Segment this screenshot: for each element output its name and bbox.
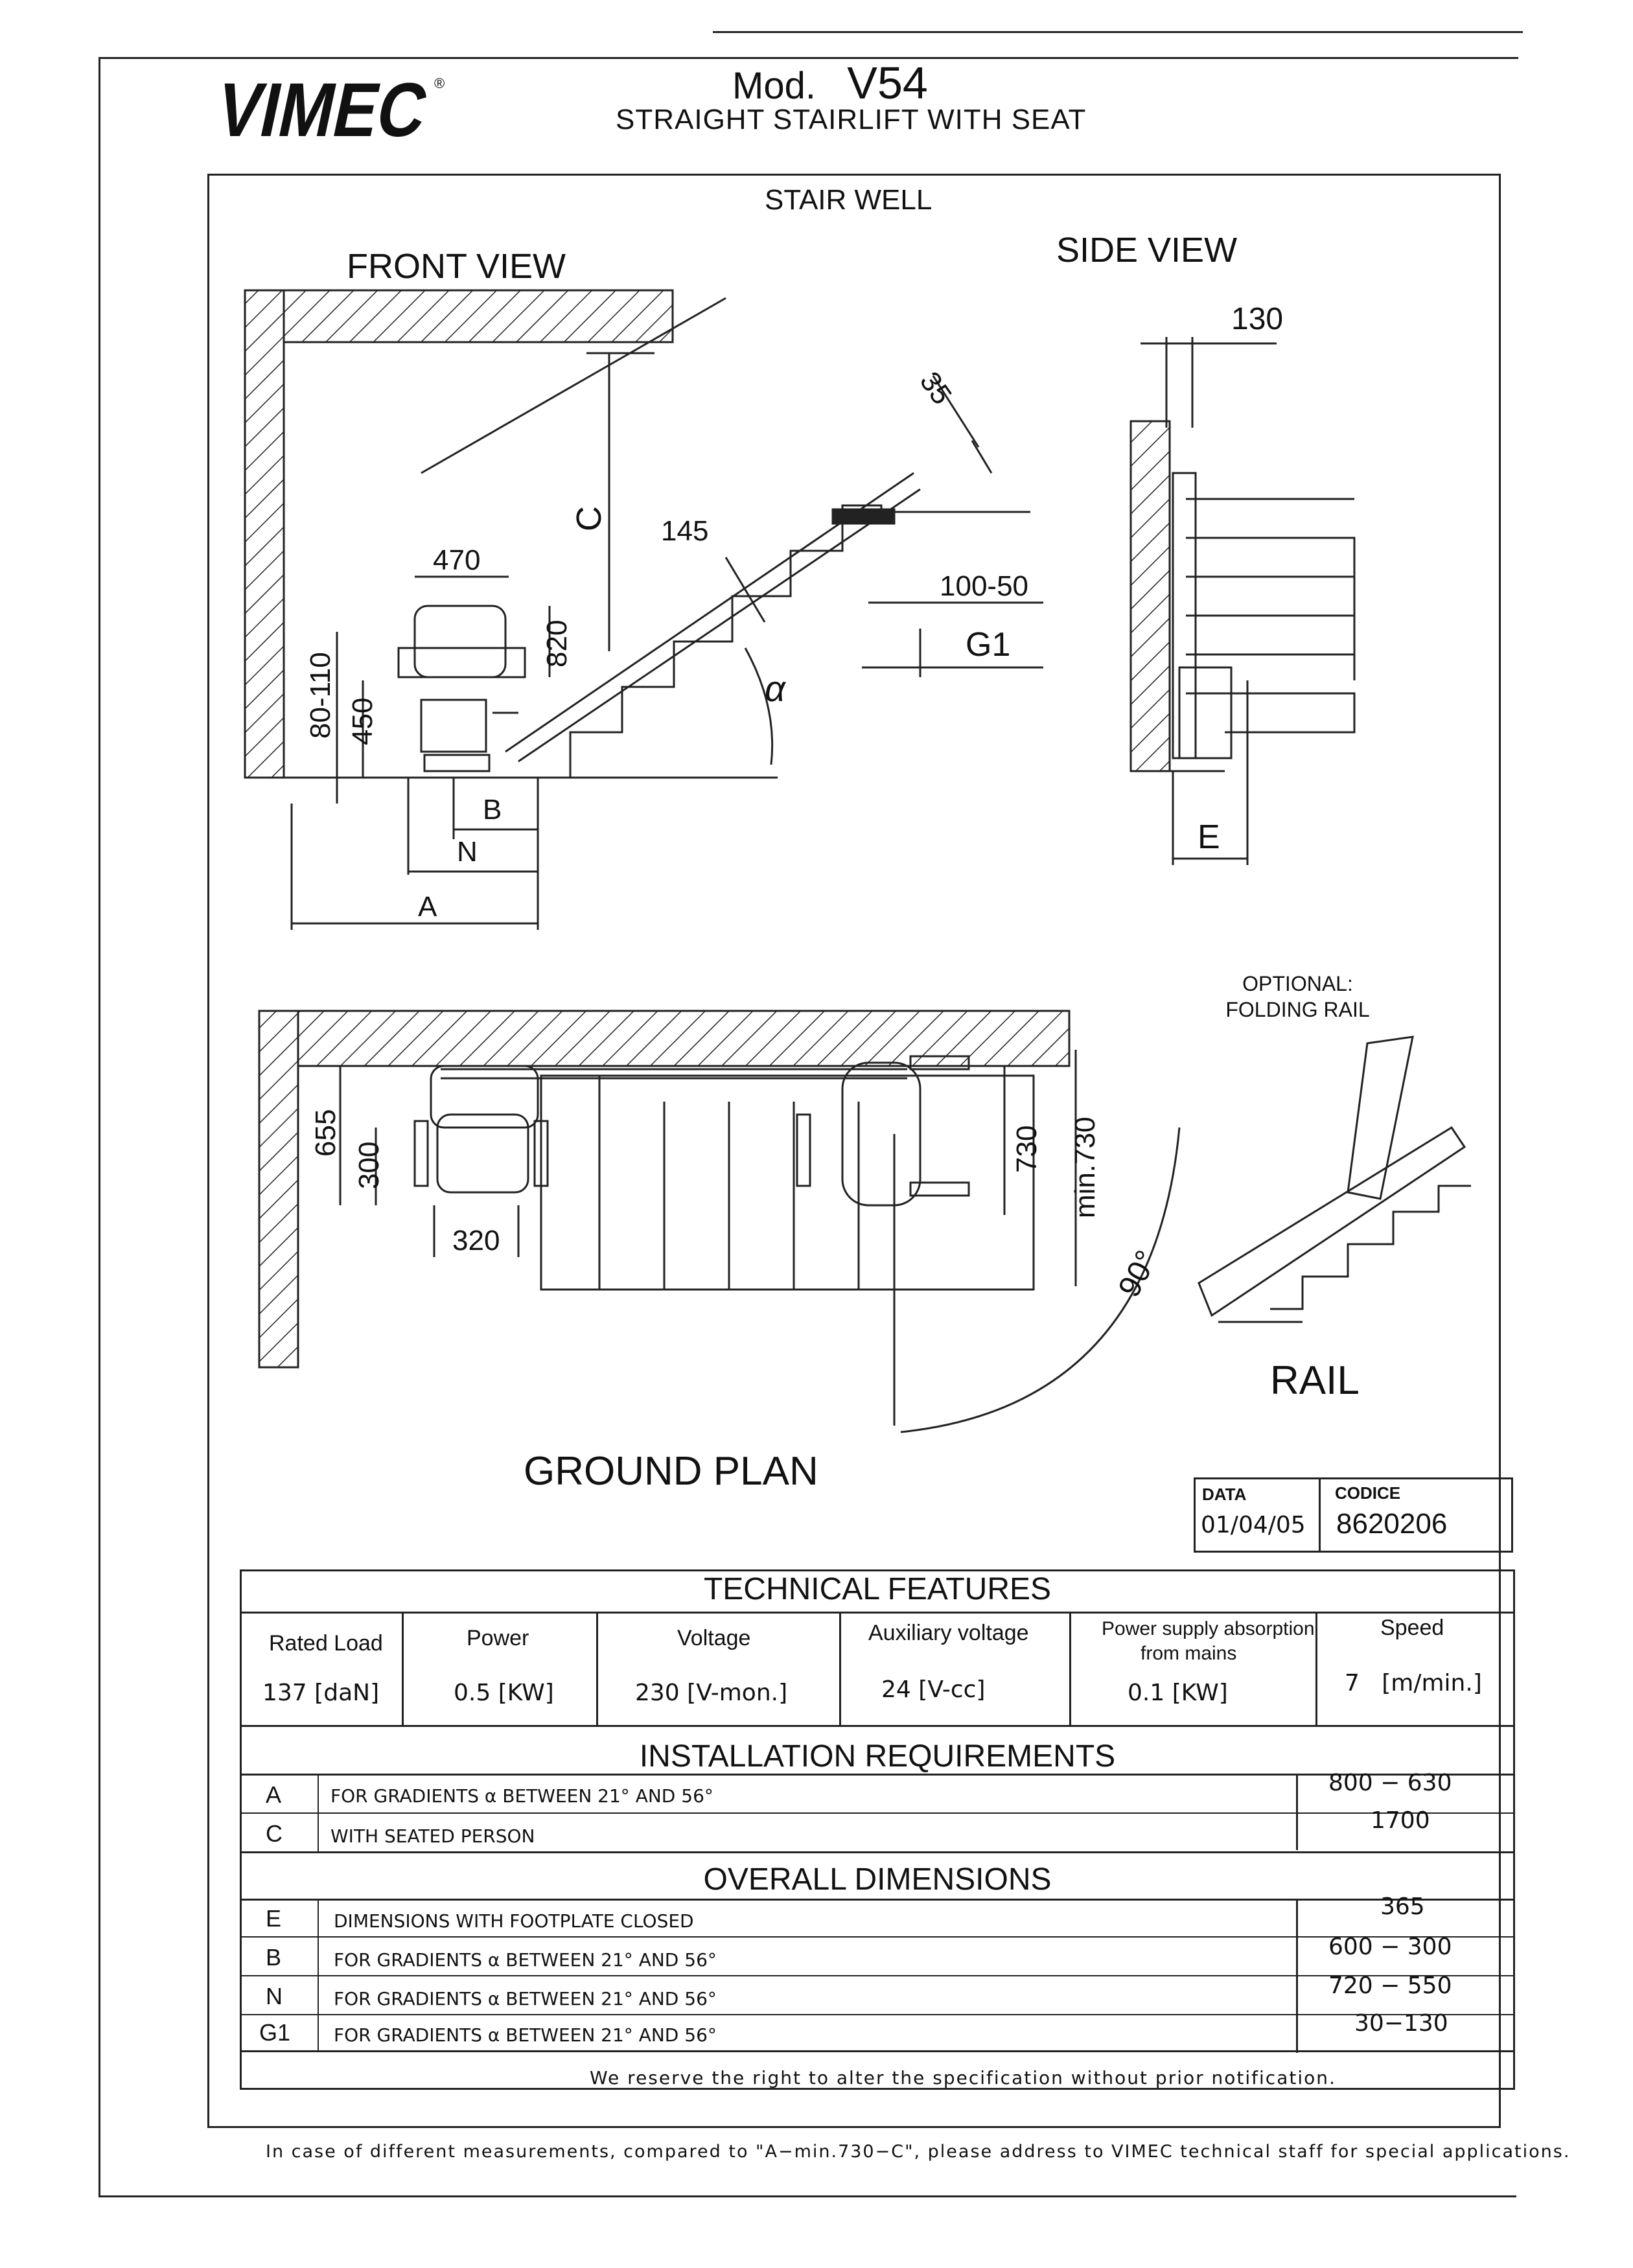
install-row-A: A FOR GRADIENTS α BETWEEN 21° AND 56° 80…	[240, 1770, 1515, 1850]
dim-470: 470	[433, 544, 481, 576]
front-left-wall	[244, 289, 285, 779]
col-power-supply-header: Power supply absorption	[1102, 1618, 1315, 1639]
data-box: DATA 01/04/05	[1194, 1477, 1321, 1553]
dim-655: 655	[310, 1109, 342, 1157]
outer-frame	[98, 57, 1518, 2197]
codice-value: 8620206	[1336, 1508, 1448, 1540]
dim-B: B	[483, 794, 502, 826]
outer-frame-bottom	[98, 2195, 1516, 2197]
alpha-label: α	[765, 668, 785, 709]
overall-dimensions-title: OVERALL DIMENSIONS	[703, 1862, 1052, 1897]
model-subtitle: STRAIGHT STAIRLIFT WITH SEAT	[616, 104, 1087, 135]
vimec-logo: VIMEC ®	[207, 67, 448, 153]
dim-100-50: 100-50	[940, 570, 1029, 602]
technical-features-title: TECHNICAL FEATURES	[703, 1572, 1052, 1606]
dim-row-G1: G1 FOR GRADIENTS α BETWEEN 21° AND 56° 3…	[240, 2010, 1515, 2052]
dim-N: N	[457, 836, 478, 868]
dim-A: A	[418, 891, 437, 923]
col-aux-voltage-header: Auxiliary voltage	[868, 1621, 1029, 1645]
logo-text: VIMEC	[209, 71, 435, 143]
dim-min730: min.730	[1069, 1117, 1101, 1218]
specs-tables: TECHNICAL FEATURES Rated Load 137 [daN] …	[240, 1569, 1515, 2053]
dim-300: 300	[353, 1141, 385, 1189]
dim-row-B: B FOR GRADIENTS α BETWEEN 21° AND 56° 60…	[240, 1934, 1515, 1976]
side-view-label: SIDE VIEW	[1056, 231, 1238, 270]
installation-title: INSTALLATION REQUIREMENTS	[639, 1739, 1116, 1774]
install-row-C: C WITH SEATED PERSON 1700	[240, 1807, 1515, 1853]
optional-label: OPTIONAL:	[1242, 972, 1353, 995]
codice-box: CODICE 8620206	[1317, 1477, 1513, 1553]
front-view-label: FRONT VIEW	[347, 247, 566, 286]
dim-320: 320	[452, 1225, 500, 1256]
dim-730: 730	[1011, 1125, 1043, 1173]
col-speed-header: Speed	[1380, 1615, 1444, 1640]
front-ceiling	[283, 289, 674, 343]
stair-well-label: STAIR WELL	[765, 184, 932, 216]
technical-features-row: Rated Load 137 [daN] Power 0.5 [KW] Volt…	[240, 1612, 1515, 1727]
dim-G1: G1	[966, 626, 1011, 664]
inner-frame	[207, 174, 1501, 2128]
dim-E: E	[1198, 818, 1220, 856]
dim-row-N: N FOR GRADIENTS α BETWEEN 21° AND 56° 72…	[240, 1973, 1515, 2015]
rail-label: RAIL	[1270, 1358, 1360, 1403]
col-power-header: Power	[467, 1626, 529, 1650]
data-value: 01/04/05	[1201, 1512, 1306, 1538]
data-label: DATA	[1202, 1485, 1247, 1504]
top-rule	[713, 31, 1523, 33]
col-power-supply-header2: from mains	[1141, 1643, 1237, 1664]
folding-rail-label: FOLDING RAIL	[1225, 998, 1370, 1021]
dim-row-E: E DIMENSIONS WITH FOOTPLATE CLOSED 365	[240, 1893, 1515, 2053]
col-voltage-header: Voltage	[677, 1626, 751, 1650]
model-title: Mod. V54	[732, 58, 928, 108]
dim-130: 130	[1231, 302, 1284, 336]
codice-label: CODICE	[1335, 1483, 1401, 1503]
ground-plan-label: GROUND PLAN	[524, 1449, 818, 1494]
footer-note: In case of different measurements, compa…	[266, 2142, 1571, 2162]
reserve-note: We reserve the right to alter the specif…	[590, 2067, 1336, 2089]
dim-80-110: 80-110	[305, 652, 336, 739]
dim-C: C	[570, 506, 608, 531]
registered-mark: ®	[434, 75, 445, 91]
col-rated-load-header: Rated Load	[269, 1631, 383, 1656]
dim-820: 820	[541, 619, 573, 667]
dim-450: 450	[347, 697, 378, 745]
dim-145: 145	[661, 515, 709, 547]
